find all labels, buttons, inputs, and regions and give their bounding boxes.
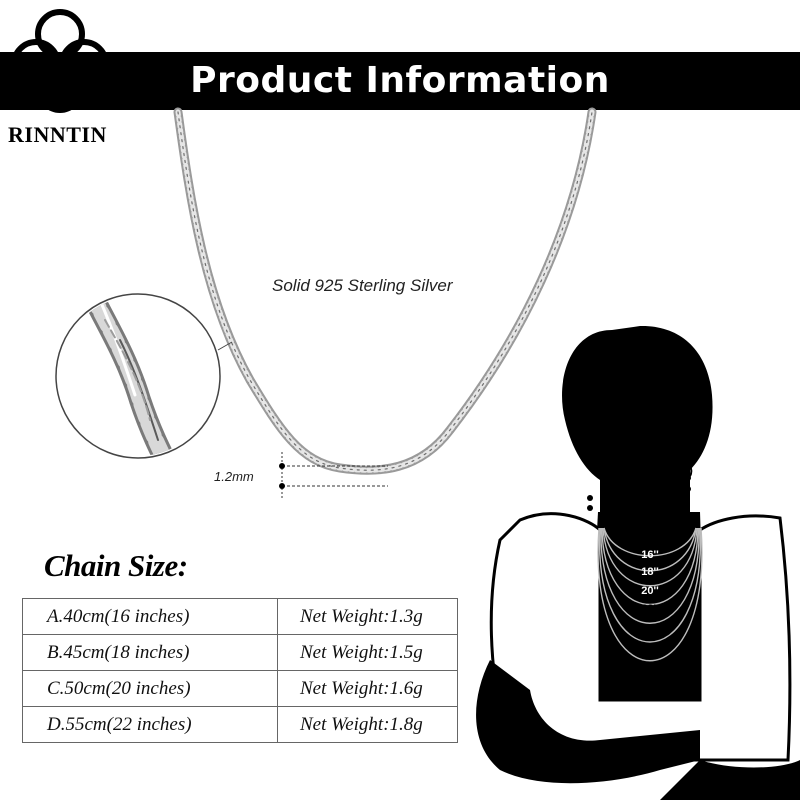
table-row: B.45cm(18 inches) Net Weight:1.5g: [22, 634, 458, 671]
length-label-20: 20'': [641, 585, 659, 597]
table-row: C.50cm(20 inches) Net Weight:1.6g: [22, 670, 458, 707]
title-banner: [0, 52, 800, 110]
length-cell: D.55cm(22 inches): [22, 706, 278, 743]
length-cell: B.45cm(18 inches): [22, 634, 278, 671]
weight-cell: Net Weight:1.5g: [277, 634, 458, 671]
brand-name: RINNTIN: [8, 122, 107, 147]
length-label-16: 16'': [641, 549, 659, 561]
table-row: A.40cm(16 inches) Net Weight:1.3g: [22, 598, 458, 635]
length-cell: A.40cm(16 inches): [22, 598, 278, 635]
chain-size-heading: Chain Size:: [44, 548, 188, 583]
length-label-22: 22'': [641, 603, 659, 615]
chain-size-table: A.40cm(16 inches) Net Weight:1.3g B.45cm…: [22, 598, 458, 743]
necklace-chain: [173, 107, 597, 475]
chain-width-indicator: [279, 452, 388, 500]
table-row: D.55cm(22 inches) Net Weight:1.8g: [22, 706, 458, 743]
material-label: Solid 925 Sterling Silver: [272, 276, 453, 295]
length-label-18: 18'': [641, 566, 659, 578]
length-label-24: 24'': [641, 623, 659, 635]
chain-detail-zoom: [55, 293, 233, 459]
trefoil-logo-icon: [11, 9, 109, 113]
weight-cell: Net Weight:1.3g: [277, 598, 458, 635]
weight-cell: Net Weight:1.6g: [277, 670, 458, 707]
chain-width-label: 1.2mm: [214, 469, 254, 484]
length-cell: C.50cm(20 inches): [22, 670, 278, 707]
length-label-26: 26'': [641, 644, 659, 656]
woman-silhouette-icon: 16'' 18'' 20'' 22'' 24'' 26'' 28'': [476, 325, 800, 800]
weight-cell: Net Weight:1.8g: [277, 706, 458, 743]
length-label-28: 28'': [641, 664, 659, 676]
page-title: Product Information: [190, 60, 610, 101]
